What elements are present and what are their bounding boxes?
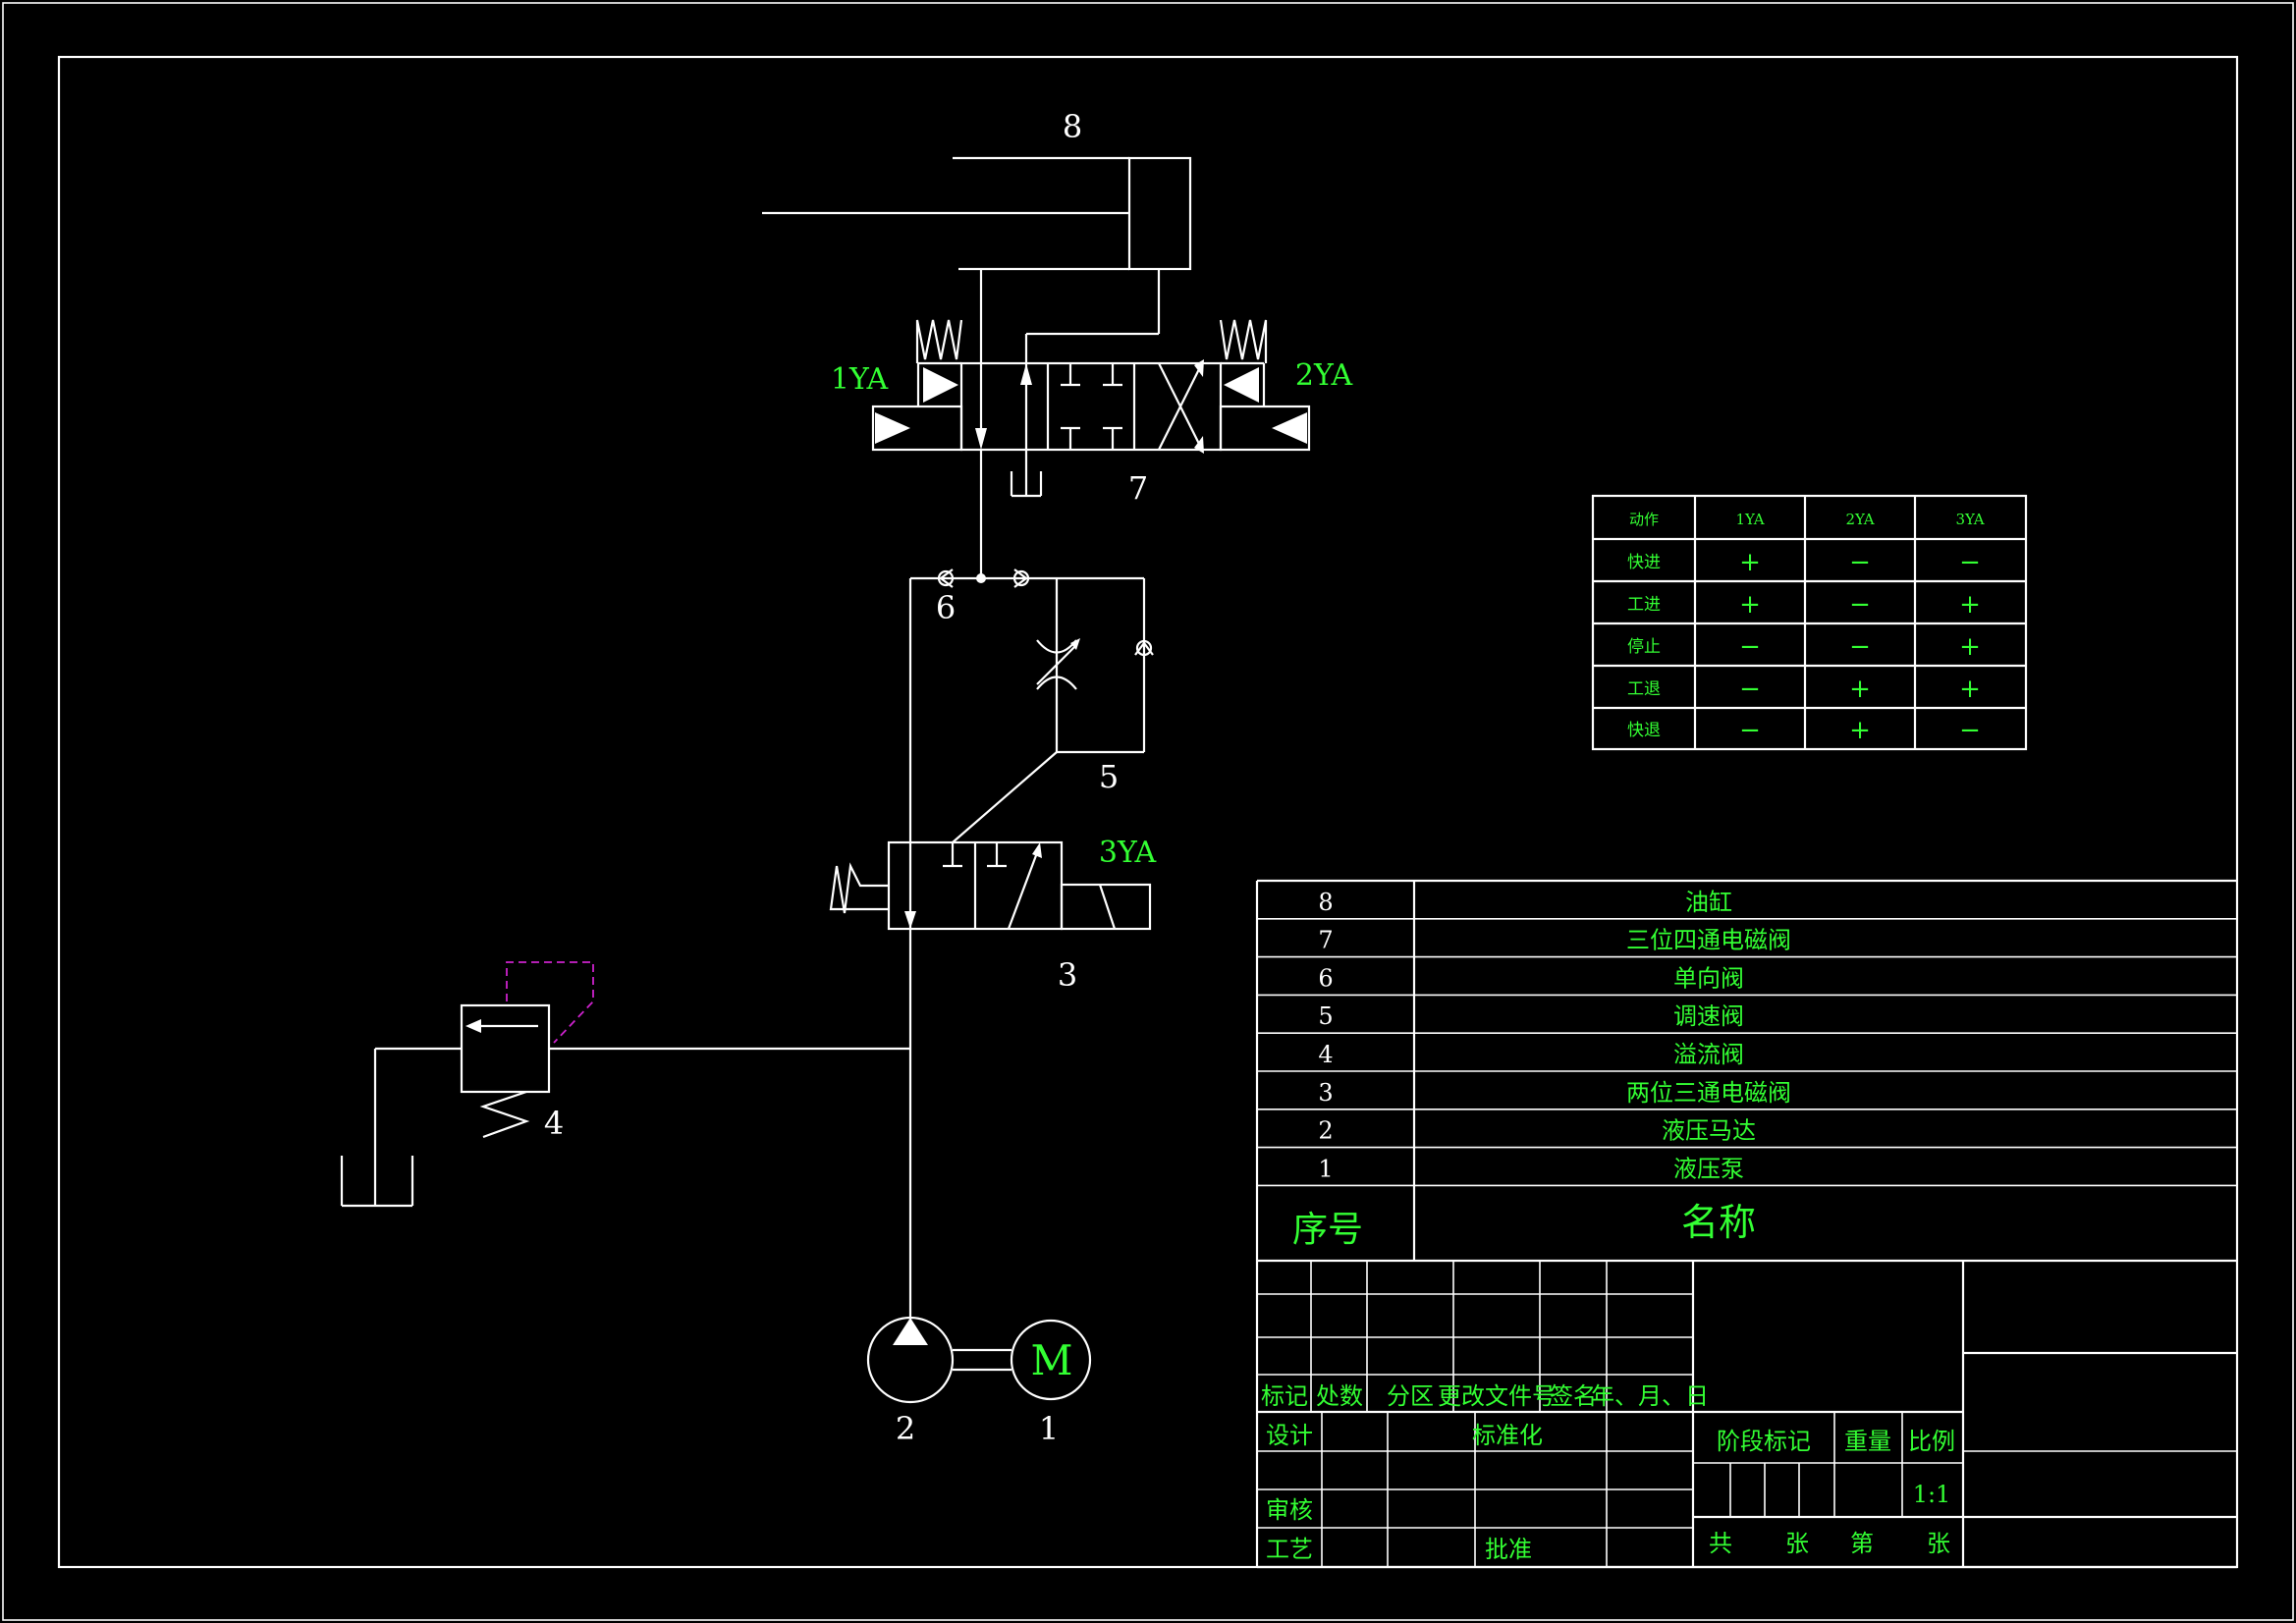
action-name-cell: 工退 [1627,679,1661,699]
revision-header: 更改文件号 [1438,1382,1556,1410]
action-state-cell: − [1739,716,1761,745]
action-state-cell: + [1739,590,1761,620]
label-2: 2 [896,1410,915,1447]
label-2YA: 2YA [1295,358,1353,393]
part-number: 5 [1318,1002,1333,1030]
label-weight: 重量 [1844,1428,1891,1455]
action-state-cell: + [1959,675,1981,704]
cylinder-8: 8 [762,108,1192,271]
part-number: 6 [1318,964,1333,992]
parts-header-no: 序号 [1292,1210,1363,1250]
parts-list: 8 油缸 7 三位四通电磁阀 6 单向阀 5 调速阀 4 溢流阀 3 两位三通电磁阀 2 液压马达 1 液压泵… [1255,879,2237,1567]
label-design: 设计 [1266,1422,1313,1449]
part-name: 液压马达 [1662,1117,1756,1145]
action-header-cell: 1YA [1735,511,1764,528]
action-state-cell: + [1849,716,1871,745]
action-state-cell: − [1849,548,1871,577]
relief-valve-4: 4 [340,961,910,1208]
action-header-cell: 2YA [1845,511,1874,528]
action-name-cell: 快退 [1627,721,1661,740]
revision-header: 签名 [1550,1382,1597,1410]
label-3YA: 3YA [1099,836,1157,870]
parts-header-name: 名称 [1681,1201,1756,1244]
label-scale: 比例 [1908,1428,1955,1455]
valve-7: 1YA 2YA 7 [831,269,1353,578]
action-state-cell: − [1849,632,1871,662]
action-state-cell: + [1739,548,1761,577]
title-block: 标记处数分区更改文件号签名年、月、日设计 标准化审核工艺 批准 阶段标记 重量比例 1:1… [1257,1259,2237,1569]
part-number: 1 [1318,1155,1333,1182]
label-sheet2: 张 [1927,1530,1950,1557]
revision-header: 分区 [1387,1382,1434,1410]
label-5: 5 [1099,758,1119,795]
action-state-cell: + [1849,675,1871,704]
revision-header: 标记 [1261,1382,1308,1410]
action-state-cell: + [1959,590,1981,620]
label-4: 4 [544,1105,564,1142]
label-page: 第 [1850,1530,1874,1557]
label-standard: 标准化 [1472,1422,1543,1449]
part-name: 溢流阀 [1673,1041,1744,1068]
label-6: 6 [936,589,956,626]
part-name: 三位四通电磁阀 [1626,927,1791,954]
part-name: 油缸 [1685,889,1732,916]
label-review: 审核 [1266,1496,1313,1524]
part-name: 两位三通电磁阀 [1626,1079,1791,1107]
label-process: 工艺 [1266,1536,1313,1563]
label-sheets: 张 [1785,1530,1809,1557]
action-state-cell: − [1959,716,1981,745]
label-M: M [1030,1336,1072,1384]
part-name: 单向阀 [1673,964,1744,992]
label-total: 共 [1709,1530,1732,1557]
action-header-cell: 3YA [1955,511,1984,528]
label-7: 7 [1128,469,1148,507]
inner-frame [57,55,2239,1569]
part-number: 2 [1318,1117,1333,1145]
action-table: 动作 1YA 2YA 3YA 快进 + − − 工进 + − + 停止 − − + 工退 − + + 快退 − + − [1591,494,2028,751]
label-approve: 批准 [1485,1536,1532,1563]
pump-1: M 1 [1010,1319,1092,1447]
label-8: 8 [1063,108,1082,145]
motor-2: 2 [866,1316,1011,1447]
scale-value: 1:1 [1913,1481,1951,1508]
action-state-cell: − [1739,632,1761,662]
speed-valve-5: 5 [1036,578,1154,795]
action-header-cell: 动作 [1629,511,1659,528]
action-state-cell: − [1849,590,1871,620]
label-3: 3 [1058,956,1077,994]
action-name-cell: 停止 [1627,637,1661,657]
part-name: 调速阀 [1673,1002,1744,1030]
action-name-cell: 快进 [1627,553,1661,572]
action-name-cell: 工进 [1627,595,1661,615]
action-state-cell: − [1959,548,1981,577]
action-state-cell: + [1959,632,1981,662]
part-number: 3 [1318,1079,1333,1107]
part-number: 4 [1318,1041,1333,1068]
label-1YA: 1YA [831,362,889,397]
revision-header: 年、月、日 [1591,1382,1709,1410]
label-1: 1 [1039,1410,1059,1447]
valve-3: 3YA 3 [829,578,1157,1321]
check-valve-6: 6 [910,568,1144,626]
revision-header: 处数 [1316,1382,1363,1410]
action-state-cell: − [1739,675,1761,704]
part-name: 液压泵 [1673,1155,1744,1182]
label-stage-mark: 阶段标记 [1717,1428,1811,1455]
part-number: 7 [1318,927,1333,954]
part-number: 8 [1318,889,1333,916]
